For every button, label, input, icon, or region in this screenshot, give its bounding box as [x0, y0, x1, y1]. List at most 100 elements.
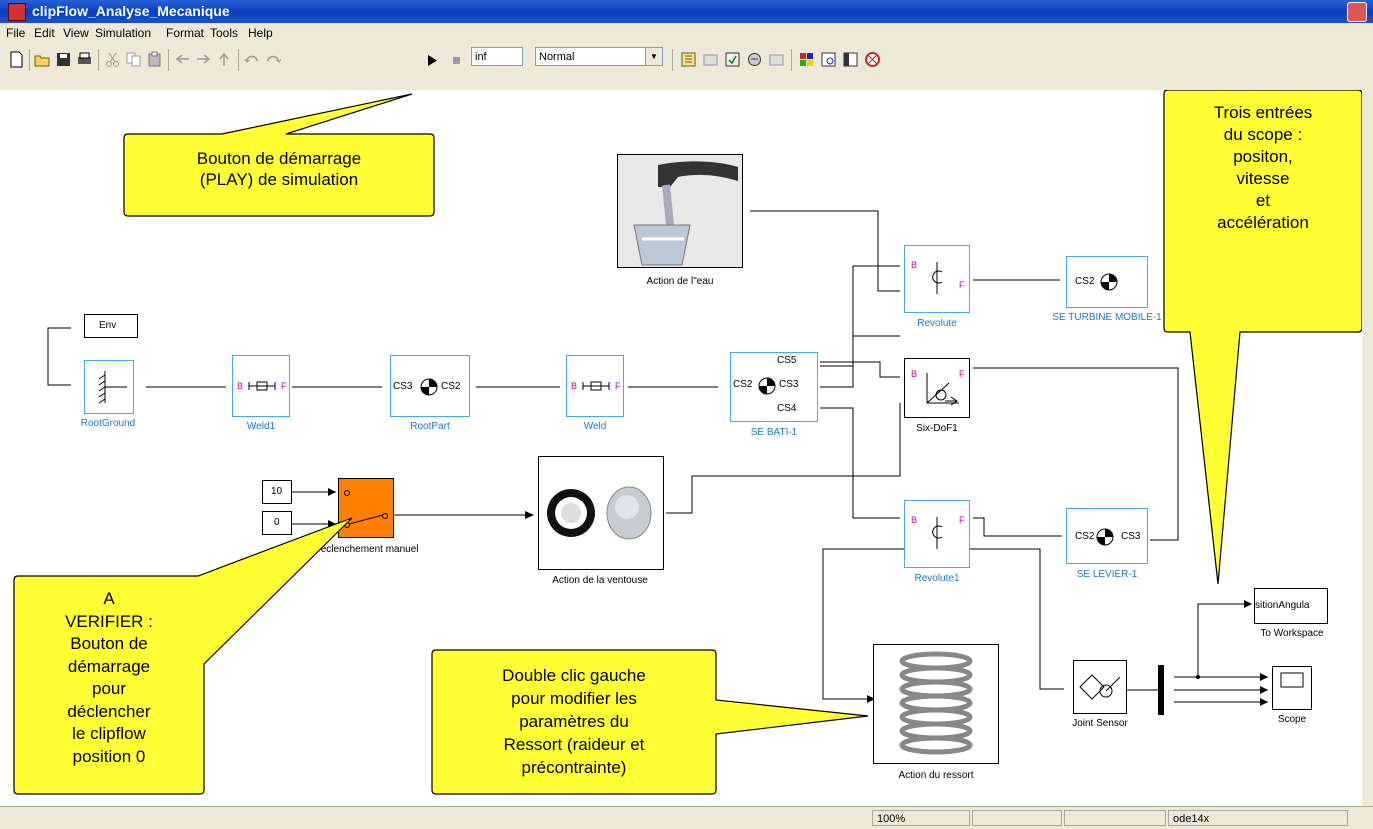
- constant-0-block[interactable]: 0: [262, 511, 292, 535]
- body-cg-icon: [758, 377, 776, 395]
- weld-label: Weld: [583, 421, 607, 432]
- se-bati-port-cs2: CS2: [733, 379, 753, 390]
- model-browser-icon[interactable]: [842, 51, 859, 68]
- action-eau-block[interactable]: [617, 154, 743, 268]
- revolute-port-f: F: [959, 280, 965, 290]
- revolute-block[interactable]: B F: [904, 245, 970, 313]
- toolbar-separator: [791, 49, 792, 71]
- menu-simulation[interactable]: Simulation: [95, 26, 152, 40]
- se-bati-block[interactable]: CS5 CS2 CS3 CS4: [730, 352, 818, 422]
- body-cg-icon: [420, 378, 438, 396]
- close-icon[interactable]: [1347, 2, 1367, 22]
- joint-sensor-block[interactable]: [1073, 660, 1127, 714]
- menu-tools[interactable]: Tools: [210, 26, 239, 40]
- revolute1-port-f: F: [959, 515, 965, 525]
- se-levier-block[interactable]: CS2 CS3: [1066, 508, 1148, 564]
- play-icon[interactable]: [424, 52, 441, 69]
- constant-10-block[interactable]: 10: [262, 480, 292, 504]
- menu-help[interactable]: Help: [248, 26, 273, 40]
- library-browser-icon[interactable]: [798, 51, 815, 68]
- se-turbine-label: SE TURBINE MOBILE-1: [1052, 312, 1162, 323]
- ressort-callout-line: paramètres du: [519, 712, 629, 731]
- open-folder-icon[interactable]: [34, 51, 51, 68]
- action-ventouse-block[interactable]: [538, 456, 664, 570]
- status-bar: 100% ode14x: [0, 806, 1373, 829]
- revolute1-label: Revolute1: [914, 573, 960, 584]
- chevron-down-icon[interactable]: ▼: [645, 48, 662, 65]
- status-cell-empty: [1064, 810, 1166, 826]
- menu-edit[interactable]: Edit: [34, 26, 55, 40]
- action-ressort-block[interactable]: [873, 644, 999, 764]
- status-cell-empty: [972, 810, 1062, 826]
- model-explorer-icon[interactable]: [820, 51, 837, 68]
- scope-block[interactable]: [1272, 666, 1312, 710]
- root-part-port-cs2: CS2: [441, 381, 461, 392]
- save-icon[interactable]: [55, 51, 72, 68]
- root-part-block[interactable]: CS3 CS2: [390, 355, 470, 417]
- root-part-label: RootPart: [410, 421, 450, 432]
- se-bati-port-cs3: CS3: [779, 379, 799, 390]
- simulation-mode-select[interactable]: Normal ▼: [535, 47, 663, 66]
- up-arrow-icon[interactable]: [216, 51, 233, 68]
- debugger-icon[interactable]: [864, 51, 881, 68]
- print-icon[interactable]: [76, 51, 93, 68]
- action-ressort-label: Action du ressort: [898, 770, 974, 781]
- toolbar-separator: [238, 49, 239, 71]
- action-ventouse-label: Action de la ventouse: [552, 575, 648, 586]
- incremental-build-icon[interactable]: [702, 51, 719, 68]
- manual-switch-label: Déclenchement manuel: [313, 544, 419, 555]
- verifier-callout-line: le clipflow: [72, 724, 146, 743]
- toolbar-separator: [29, 49, 30, 71]
- update-diagram-icon[interactable]: [724, 51, 741, 68]
- stop-time-input[interactable]: inf: [471, 47, 523, 66]
- ressort-callout: Double clic gauche pour modifier les par…: [432, 664, 716, 779]
- root-ground-label: RootGround: [80, 418, 136, 429]
- six-dof-block[interactable]: B F: [904, 358, 970, 418]
- build-icon[interactable]: [680, 51, 697, 68]
- model-advisor-icon[interactable]: [746, 51, 763, 68]
- root-ground-block[interactable]: [84, 360, 134, 414]
- verifier-callout: A VERIFIER : Bouton de démarrage pour dé…: [14, 588, 204, 768]
- scope-callout-line: accélération: [1217, 213, 1309, 232]
- simulation-mode-value: Normal: [539, 51, 575, 63]
- to-workspace-block[interactable]: sitionAngula: [1254, 588, 1328, 624]
- model-canvas[interactable]: Env RootGround B F Weld1 CS3 CS2 RootPar…: [0, 90, 1362, 806]
- env-block[interactable]: Env: [84, 314, 138, 338]
- scope-label: Scope: [1277, 714, 1307, 725]
- menu-file[interactable]: File: [6, 26, 26, 40]
- weld-block[interactable]: B F: [566, 355, 624, 417]
- weld1-block[interactable]: B F: [232, 355, 290, 417]
- env-block-label: Env: [99, 320, 117, 331]
- scope-callout-line: du scope :: [1223, 125, 1303, 144]
- back-arrow-icon[interactable]: [174, 51, 191, 68]
- build-all-icon[interactable]: [768, 51, 785, 68]
- cut-icon[interactable]: [104, 51, 121, 68]
- toolbar-separator: [98, 49, 99, 71]
- vertical-scrollbar[interactable]: [1362, 90, 1373, 806]
- copy-icon[interactable]: [125, 51, 142, 68]
- redo-icon[interactable]: [265, 51, 282, 68]
- se-turbine-block[interactable]: CS2: [1066, 256, 1148, 308]
- undo-icon[interactable]: [244, 51, 261, 68]
- revolute-joint-icon: [932, 517, 943, 549]
- menu-format[interactable]: Format: [166, 26, 205, 40]
- paste-icon[interactable]: [146, 51, 163, 68]
- verifier-callout-line: A: [103, 589, 115, 608]
- play-callout: Bouton de démarrage (PLAY) de simulation: [124, 148, 434, 190]
- new-model-icon[interactable]: [8, 51, 25, 68]
- se-levier-label: SE LEVIER-1: [1076, 569, 1138, 580]
- verifier-callout-line: démarrage: [67, 656, 151, 676]
- forward-arrow-icon[interactable]: [195, 51, 212, 68]
- six-dof-label: Six-DoF1: [916, 423, 958, 434]
- six-dof-joint-icon: [926, 373, 959, 406]
- stop-icon[interactable]: [448, 52, 465, 69]
- six-dof-port-f: F: [959, 369, 965, 379]
- manual-switch-block[interactable]: [338, 478, 394, 538]
- se-bati-port-cs5: CS5: [777, 355, 797, 366]
- scope-callout-line: positon,: [1233, 147, 1293, 166]
- weld1-port-b: B: [237, 381, 244, 391]
- action-eau-label: Action de l"eau: [646, 276, 714, 287]
- revolute1-block[interactable]: B F: [904, 500, 970, 568]
- menu-view[interactable]: View: [63, 26, 89, 40]
